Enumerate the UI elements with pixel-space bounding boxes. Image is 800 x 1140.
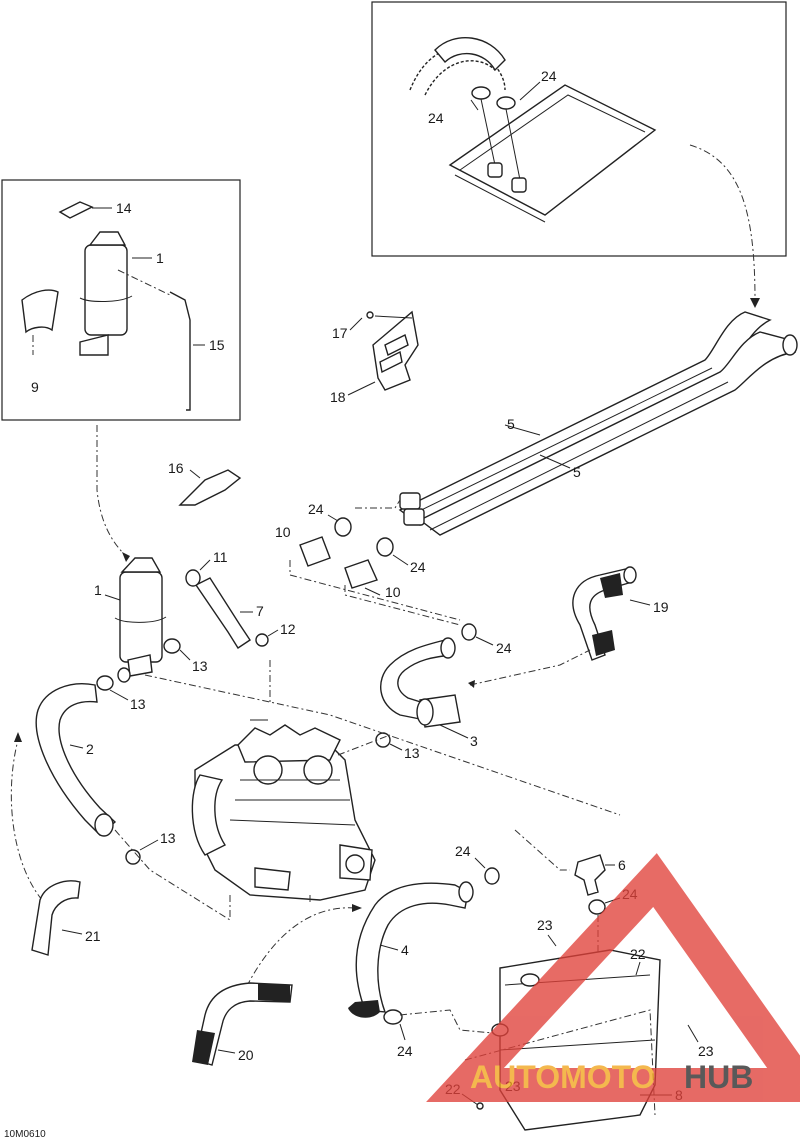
hose-2: 2 bbox=[10, 683, 117, 901]
callout-3: 3 bbox=[470, 733, 478, 749]
callout-24: 24 bbox=[428, 110, 444, 126]
callout-10: 10 bbox=[385, 584, 401, 600]
hose-20: 20 bbox=[192, 982, 293, 1066]
engine-block bbox=[191, 719, 376, 901]
callout-24: 24 bbox=[496, 640, 512, 656]
callout-5: 5 bbox=[507, 416, 515, 432]
diagram-code: 10M0610 bbox=[4, 1129, 46, 1140]
callout-13: 13 bbox=[192, 658, 208, 674]
connectors-10-and-clamps-24: 24 10 24 10 bbox=[275, 499, 461, 626]
hose-4: 24 24 4 bbox=[239, 843, 516, 1059]
callout-13: 13 bbox=[404, 745, 420, 761]
callout-1: 1 bbox=[156, 250, 164, 266]
callout-10: 10 bbox=[275, 524, 291, 540]
bracket-18: 17 18 bbox=[330, 310, 419, 405]
strap-16: 16 bbox=[168, 460, 242, 506]
callout-14: 14 bbox=[116, 200, 132, 216]
callout-16: 16 bbox=[168, 460, 184, 476]
callout-12: 12 bbox=[280, 621, 296, 637]
coolant-tank-1: 1 bbox=[94, 557, 167, 677]
callout-13: 13 bbox=[160, 830, 176, 846]
hose-19: 19 bbox=[468, 566, 669, 688]
callout-24: 24 bbox=[410, 559, 426, 575]
callout-1: 1 bbox=[94, 582, 102, 598]
callout-6: 6 bbox=[618, 857, 626, 873]
callout-24: 24 bbox=[541, 68, 557, 84]
callout-9: 9 bbox=[31, 379, 39, 395]
callout-23: 23 bbox=[698, 1043, 714, 1059]
callout-5: 5 bbox=[573, 464, 581, 480]
callout-21: 21 bbox=[85, 928, 101, 944]
callout-19: 19 bbox=[653, 599, 669, 615]
callout-4: 4 bbox=[401, 942, 409, 958]
callout-17: 17 bbox=[332, 325, 348, 341]
callout-2: 2 bbox=[86, 741, 94, 757]
hose-5-pair: 5 5 bbox=[398, 311, 798, 536]
hose-7: 11 7 12 bbox=[185, 549, 296, 649]
watermark-text-right: HUB bbox=[684, 1059, 753, 1095]
hose-21: 21 bbox=[31, 880, 101, 956]
hose-3: 24 3 bbox=[380, 623, 512, 749]
callout-24: 24 bbox=[455, 843, 471, 859]
radiator-plate bbox=[448, 84, 657, 216]
callout-24: 24 bbox=[308, 501, 324, 517]
automotohub-watermark: AUTOMOTO HUB bbox=[426, 853, 800, 1102]
coolant-tank-detail-inset: 14 1 15 9 bbox=[1, 179, 241, 421]
callout-20: 20 bbox=[238, 1047, 254, 1063]
radiator-detail-inset: 24 24 bbox=[371, 1, 787, 257]
callout-22: 22 bbox=[630, 946, 646, 962]
callout-7: 7 bbox=[256, 603, 264, 619]
callout-23: 23 bbox=[537, 917, 553, 933]
watermark-text-left: AUTOMOTO bbox=[470, 1059, 655, 1095]
callout-24: 24 bbox=[397, 1043, 413, 1059]
callout-11: 11 bbox=[213, 549, 228, 565]
callout-15: 15 bbox=[209, 337, 225, 353]
callout-18: 18 bbox=[330, 389, 346, 405]
callout-13: 13 bbox=[130, 696, 146, 712]
watermark-triangle bbox=[426, 853, 800, 1102]
